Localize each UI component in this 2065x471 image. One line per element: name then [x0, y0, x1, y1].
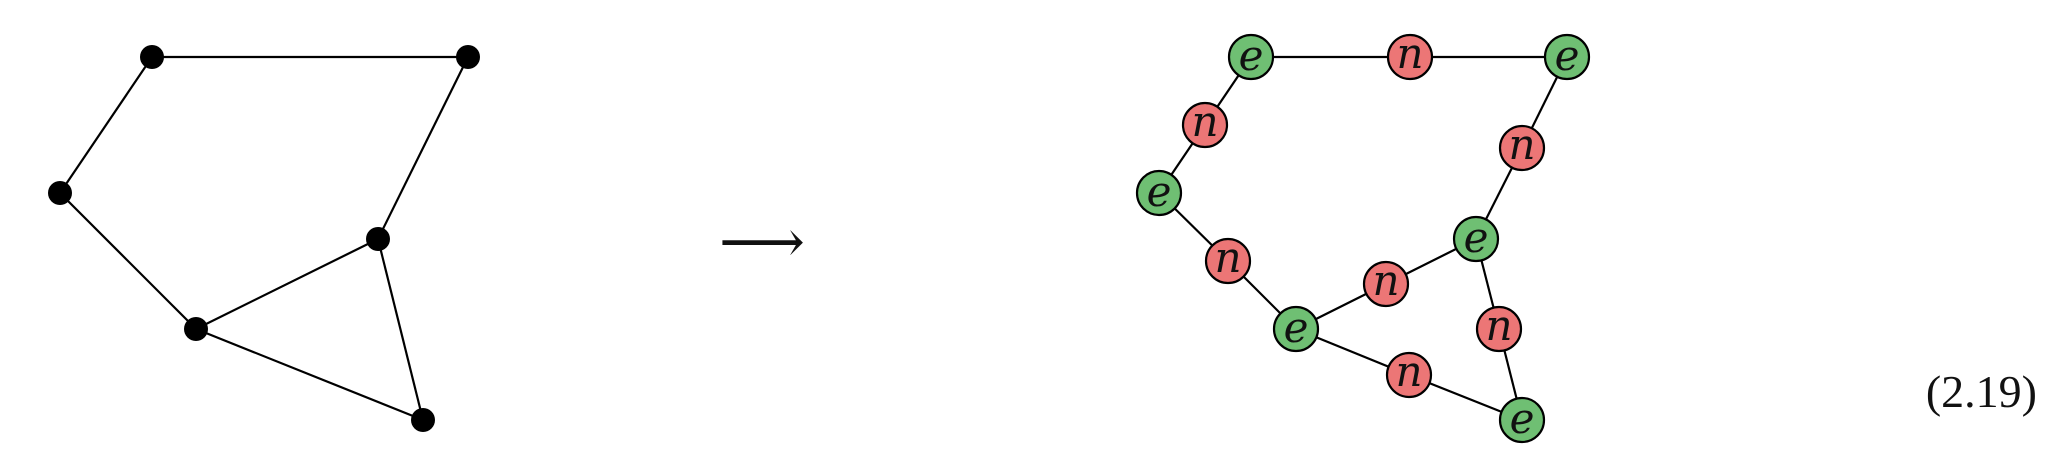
svg-text:n: n: [1214, 233, 1241, 282]
svg-text:e: e: [1510, 394, 1535, 443]
graph-edge: [59, 56, 153, 194]
n-node: n: [1385, 347, 1433, 399]
svg-text:n: n: [1395, 347, 1422, 396]
svg-text:e: e: [1147, 167, 1172, 216]
graph-edge: [376, 238, 425, 421]
graph-vertex: [140, 45, 164, 69]
transform-arrow: ⟶: [719, 207, 805, 277]
graph-edge: [195, 327, 424, 422]
svg-text:e: e: [1284, 303, 1309, 352]
svg-text:n: n: [1508, 120, 1535, 169]
svg-text:e: e: [1464, 213, 1489, 262]
equation-number: (2.19): [1925, 366, 2037, 417]
graph-vertex: [456, 45, 480, 69]
graph-vertex: [48, 181, 72, 205]
e-node: e: [1452, 213, 1500, 263]
svg-text:e: e: [1555, 31, 1580, 80]
svg-text:n: n: [1372, 256, 1399, 305]
n-node: n: [1498, 120, 1546, 172]
svg-text:n: n: [1191, 97, 1218, 146]
graph-edge: [195, 238, 379, 330]
svg-text:e: e: [1239, 31, 1264, 80]
n-node: n: [1204, 233, 1252, 285]
graph-edge: [59, 192, 197, 330]
n-node: n: [1475, 301, 1523, 353]
n-node: n: [1181, 97, 1229, 149]
svg-text:n: n: [1485, 301, 1512, 350]
e-node: e: [1272, 303, 1320, 353]
n-node: n: [1362, 256, 1410, 308]
svg-text:n: n: [1396, 29, 1423, 78]
graph-edge: [377, 56, 469, 240]
e-node: e: [1543, 31, 1591, 81]
e-node: e: [1227, 31, 1275, 81]
graph-vertex: [366, 227, 390, 251]
input-graph: [48, 45, 480, 432]
graph-vertex: [411, 408, 435, 432]
e-node: e: [1498, 394, 1546, 444]
n-node: n: [1386, 29, 1434, 81]
graph-vertex: [184, 317, 208, 341]
e-node: e: [1135, 167, 1183, 217]
output-graph: e e e e e e n n: [1135, 29, 1591, 444]
